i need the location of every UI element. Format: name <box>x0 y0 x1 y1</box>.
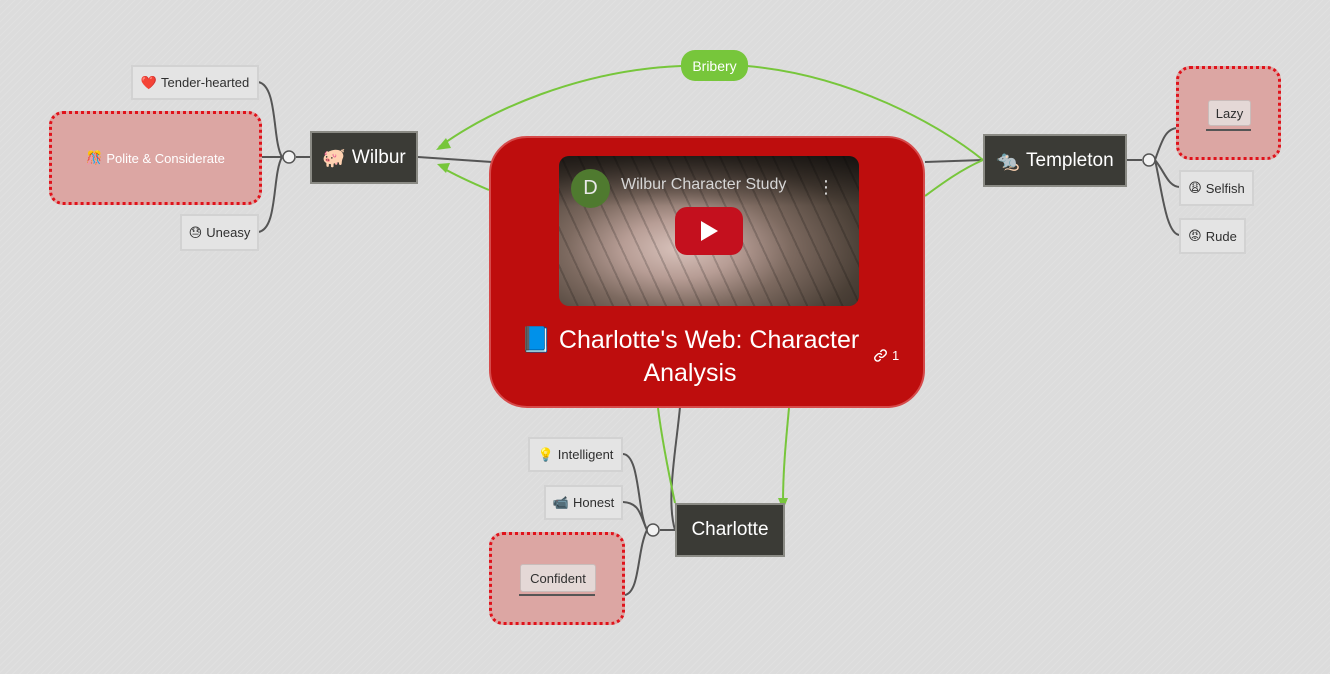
more-vertical-icon[interactable]: ⋮ <box>817 177 835 197</box>
trait-tender-hearted[interactable]: ❤️ Tender-hearted <box>131 65 259 100</box>
pig-icon: 🐖 <box>322 147 346 169</box>
link-count[interactable]: 1 <box>873 348 899 363</box>
channel-avatar[interactable]: D <box>571 169 610 208</box>
connector-templeton-central <box>924 159 984 163</box>
arrowhead-wilbur-mid <box>437 163 450 173</box>
topic-label: Templeton <box>1026 149 1114 171</box>
relationship-bribery-left <box>438 65 682 148</box>
trait-label: Lazy <box>1215 105 1244 121</box>
connector-lazy <box>1154 127 1179 161</box>
trait-lazy-chip[interactable]: Lazy <box>1208 100 1251 126</box>
central-topic-title: 📘 Charlotte's Web: Character Analysis <box>505 324 875 390</box>
video-title[interactable]: Wilbur Character Study <box>621 176 787 193</box>
connector-selfish <box>1154 159 1181 188</box>
relationship-label-bribery[interactable]: Bribery <box>681 50 748 81</box>
angry-face-icon: 😡 <box>1188 228 1202 243</box>
connector-honest <box>622 501 648 531</box>
trait-uneasy[interactable]: 😓 Uneasy <box>180 214 259 251</box>
topic-label: Charlotte <box>691 519 769 540</box>
relationship-label-text: Bribery <box>692 57 737 74</box>
trait-honest[interactable]: 📹 Honest <box>544 485 623 520</box>
trait-lazy-underline <box>1206 129 1251 131</box>
topic-wilbur[interactable]: 🐖 Wilbur <box>310 131 418 184</box>
trait-label: Confident <box>530 570 586 586</box>
connector-confident <box>624 529 648 596</box>
rat-icon: 🐀 <box>996 150 1020 172</box>
link-icon <box>874 349 887 362</box>
trait-polite-considerate[interactable]: 🎊 Polite & Considerate <box>49 111 262 205</box>
video-embed[interactable]: D Wilbur Character Study ⋮ <box>559 156 859 306</box>
trait-label: Uneasy <box>206 225 251 240</box>
connector-tender <box>257 81 283 158</box>
arrowhead-wilbur-top <box>436 138 451 150</box>
trait-label: Selfish <box>1205 180 1245 196</box>
trait-label: Intelligent <box>557 447 614 462</box>
relationship-central-charlotte <box>782 407 790 504</box>
link-count-value: 1 <box>892 348 900 363</box>
hub-wilbur <box>282 150 296 164</box>
relationship-bribery-right <box>746 65 984 161</box>
relationship-central-wilbur <box>440 166 490 191</box>
hub-templeton <box>1142 153 1156 167</box>
weary-face-icon: 😩 <box>1188 180 1202 195</box>
topic-label: Wilbur <box>351 146 406 168</box>
relationship-charlotte-central <box>657 407 676 504</box>
trait-selfish[interactable]: 😩 Selfish <box>1179 170 1254 206</box>
topic-templeton[interactable]: 🐀 Templeton <box>983 134 1127 187</box>
central-topic[interactable]: D Wilbur Character Study ⋮ 📘 Charlotte's… <box>489 136 925 408</box>
connector-wilbur-central <box>417 156 493 163</box>
book-icon: 📘 <box>520 326 552 354</box>
video-header-overlay <box>559 156 859 206</box>
connector-uneasy <box>257 156 283 233</box>
trait-confident[interactable] <box>489 532 625 625</box>
lightbulb-icon: 💡 <box>537 446 554 462</box>
trait-rude[interactable]: 😡 Rude <box>1179 218 1246 254</box>
video-camera-icon: 📹 <box>552 494 569 510</box>
heart-icon: ❤️ <box>140 74 157 90</box>
connector-rude <box>1154 159 1181 236</box>
trait-label: Tender-hearted <box>161 75 250 90</box>
central-topic-label: Charlotte's Web: Character Analysis <box>558 326 860 387</box>
trait-label: Polite & Considerate <box>106 150 225 166</box>
sweat-face-icon: 😓 <box>188 224 203 240</box>
trait-confident-chip[interactable]: Confident <box>520 564 596 592</box>
connector-charlotte-central <box>670 406 681 531</box>
relationship-templeton-central <box>924 159 984 197</box>
topic-charlotte[interactable]: Charlotte <box>675 503 785 557</box>
confetti-icon: 🎊 <box>86 150 103 165</box>
hub-charlotte <box>646 523 660 537</box>
trait-confident-underline <box>519 594 595 596</box>
trait-label: Honest <box>572 495 615 510</box>
youtube-play-icon[interactable] <box>675 207 743 255</box>
trait-intelligent[interactable]: 💡 Intelligent <box>528 437 623 472</box>
trait-label: Rude <box>1205 228 1237 244</box>
